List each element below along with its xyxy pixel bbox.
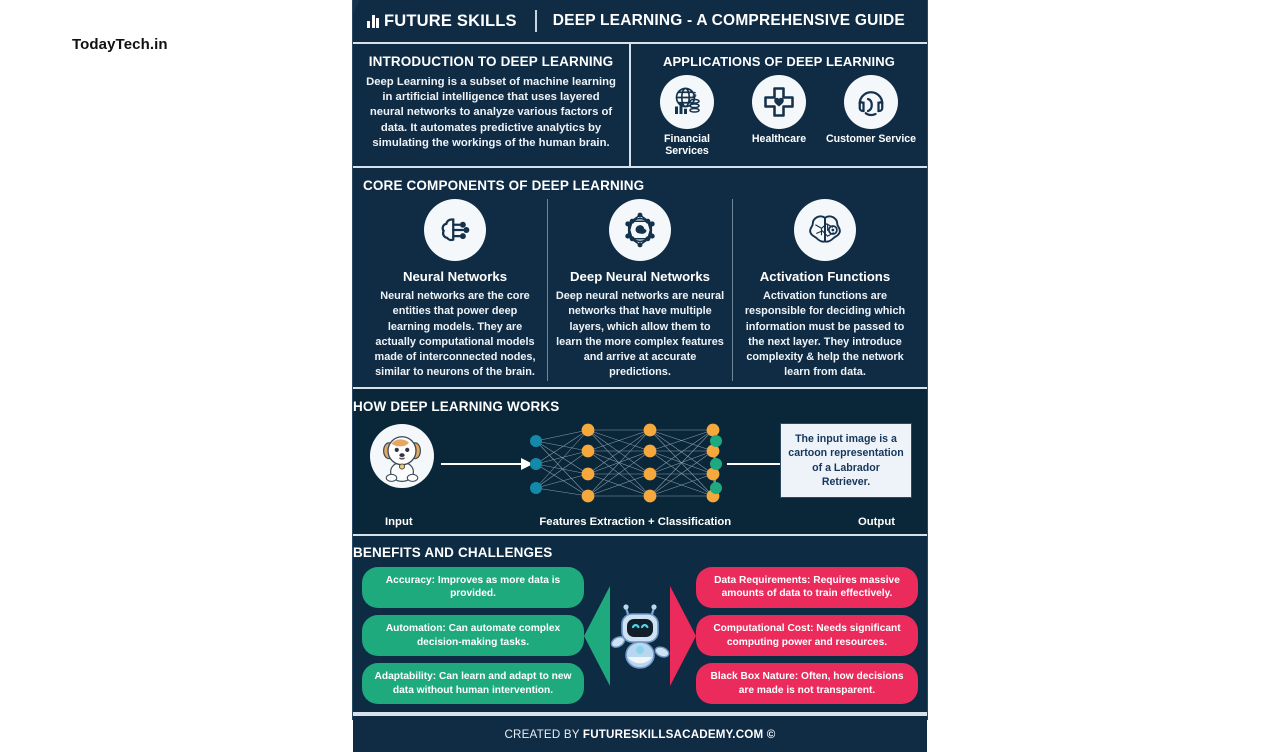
footer-credit: CREATED BY FUTURESKILLSACADEMY.COM ©: [504, 728, 775, 741]
application-item: $ Financial Services: [641, 75, 733, 157]
pro-item: Adaptability: Can learn and adapt to new…: [362, 663, 584, 705]
introduction-body: Deep Learning is a subset of machine lea…: [366, 76, 616, 149]
output-box: The input image is a cartoon representat…: [780, 422, 912, 499]
intro-applications-row: INTRODUCTION TO DEEP LEARNING Deep Learn…: [353, 44, 927, 168]
benefits-challenges-section: BENEFITS AND CHALLENGES Accuracy: Improv…: [353, 535, 927, 715]
headset-support-icon: [844, 75, 898, 129]
core-components-heading: CORE COMPONENTS OF DEEP LEARNING: [363, 178, 645, 193]
how-it-works-heading: HOW DEEP LEARNING WORKS: [353, 398, 560, 414]
network-nodes-icon: [609, 199, 671, 261]
core-component-item: Activation Functions Activation function…: [732, 199, 917, 381]
robot-mascot-icon: [609, 595, 671, 676]
input-label: Input: [385, 515, 413, 528]
globe-finance-icon: $: [660, 75, 714, 129]
bar-chart-icon: [367, 14, 379, 28]
introduction-heading: INTRODUCTION TO DEEP LEARNING: [368, 54, 614, 69]
output-label: Output: [857, 515, 895, 528]
applications-list: $ Financial Services Healthcare: [641, 75, 917, 157]
header-bar: FUTURE SKILLS DEEP LEARNING - A COMPREHE…: [353, 0, 927, 44]
core-component-item: Deep Neural Networks Deep neural network…: [547, 199, 732, 381]
core-component-title: Deep Neural Networks: [570, 269, 710, 284]
application-label: Healthcare: [751, 133, 807, 145]
pro-item: Accuracy: Improves as more data is provi…: [362, 566, 584, 608]
features-label: Features Extraction + Classification: [539, 515, 732, 528]
output-text: The input image is a cartoon representat…: [788, 432, 904, 488]
core-component-body: Deep neural networks are neural networks…: [555, 290, 725, 379]
core-component-body: Activation functions are responsible for…: [744, 290, 906, 379]
applications-section: APPLICATIONS OF DEEP LEARNING: [631, 44, 927, 168]
core-component-title: Activation Functions: [759, 269, 891, 284]
flow-labels: Input Features Extraction + Classificati…: [353, 516, 927, 528]
pro-item: Automation: Can automate complex decisio…: [362, 614, 584, 657]
application-item: Healthcare: [733, 75, 825, 145]
footer-site: FUTURESKILLSACADEMY.COM ©: [582, 727, 776, 741]
how-it-works-section: HOW DEEP LEARNING WORKS: [353, 388, 927, 536]
cons-list: Data Requirements: Requires massive amou…: [696, 566, 918, 705]
pros-list: Accuracy: Improves as more data is provi…: [362, 566, 584, 705]
application-label: Financial Services: [664, 133, 710, 157]
core-component-title: Neural Networks: [402, 269, 508, 284]
brain-circuit-icon: [424, 199, 486, 261]
application-label: Customer Service: [825, 133, 917, 145]
con-item: Computational Cost: Needs significant co…: [696, 614, 918, 657]
svg-text:$: $: [692, 90, 697, 99]
brain-gear-icon: [794, 199, 856, 261]
center-mascot-area: [584, 584, 696, 688]
page-title: DEEP LEARNING - A COMPREHENSIVE GUIDE: [552, 12, 905, 29]
con-item: Black Box Nature: Often, how decisions a…: [696, 663, 918, 705]
brand-name: FUTURE SKILLS: [384, 11, 517, 30]
dog-puppy-icon: [370, 423, 434, 488]
con-item: Data Requirements: Requires massive amou…: [696, 566, 918, 608]
core-components-section: CORE COMPONENTS OF DEEP LEARNING: [353, 168, 927, 389]
left-arrow-icon: [584, 585, 610, 686]
core-component-body: Neural networks are the core entities th…: [374, 290, 536, 379]
benefits-layout: Accuracy: Improves as more data is provi…: [353, 566, 927, 705]
introduction-section: INTRODUCTION TO DEEP LEARNING Deep Learn…: [353, 44, 631, 168]
right-arrow-icon: [670, 585, 696, 686]
infographic-page: TodayTech.in FUTURE SKILLS DEEP LEARNING…: [72, 0, 928, 752]
applications-heading: APPLICATIONS OF DEEP LEARNING: [662, 54, 896, 69]
application-item: Customer Service: [825, 75, 917, 145]
core-component-item: Neural Networks Neural networks are the …: [363, 199, 547, 381]
watermark-label: TodayTech.in: [72, 36, 168, 53]
core-components-list: Neural Networks Neural networks are the …: [363, 199, 917, 381]
medical-cross-heart-icon: [752, 75, 806, 129]
benefits-heading: BENEFITS AND CHALLENGES: [353, 544, 553, 560]
flow-diagram: The input image is a cartoon representat…: [353, 418, 927, 514]
infographic-container: FUTURE SKILLS DEEP LEARNING - A COMPREHE…: [352, 0, 928, 752]
footer-prefix: CREATED BY: [504, 727, 583, 741]
header-divider: [534, 10, 537, 32]
